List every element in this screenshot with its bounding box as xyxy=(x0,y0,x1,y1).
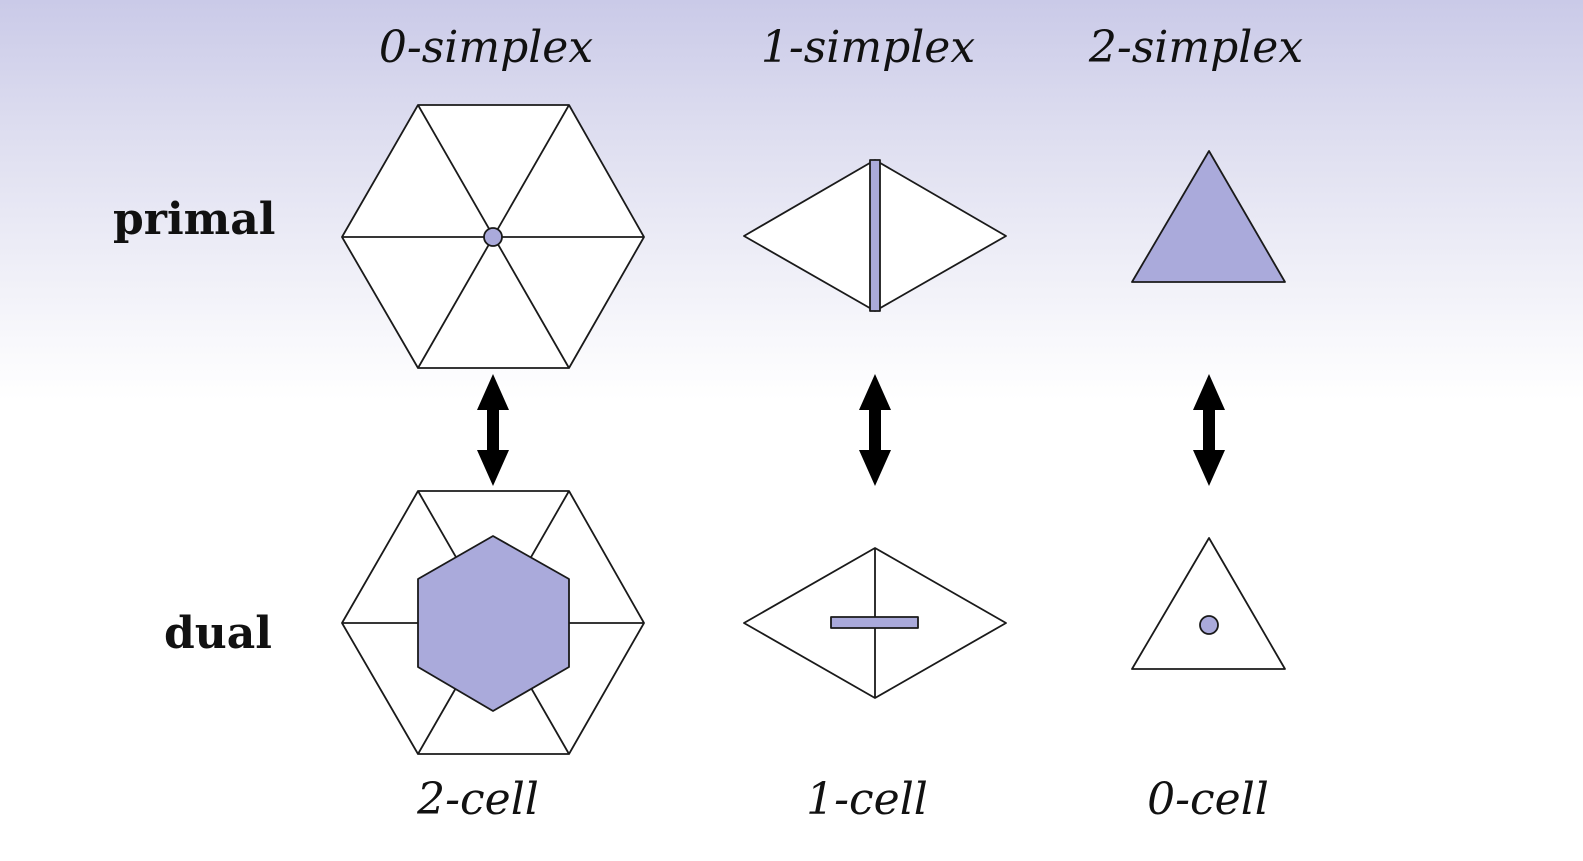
dual-cell-hexagon xyxy=(417,535,570,712)
primal-1-simplex-rhombus xyxy=(743,159,1007,312)
dual-vertex-dot xyxy=(1199,615,1219,635)
primal-edge-highlight xyxy=(869,159,881,312)
column-title-1-simplex: 1-simplex xyxy=(760,22,976,73)
row-label-primal: primal xyxy=(113,194,276,245)
column-title-2-simplex: 2-simplex xyxy=(1088,22,1304,73)
dual-0-cell-triangle xyxy=(1131,537,1286,670)
cell-label-1-cell: 1-cell xyxy=(806,774,928,825)
double-arrow-icon xyxy=(859,374,891,486)
primal-2-simplex-triangle xyxy=(1131,150,1286,283)
cell-label-2-cell: 2-cell xyxy=(417,774,539,825)
primal-vertex-dot xyxy=(483,227,503,247)
dual-2-cell-hexagon xyxy=(341,490,645,755)
dual-1-cell-rhombus xyxy=(743,547,1007,699)
double-arrow-icon xyxy=(1193,374,1225,486)
primal-0-simplex-hexagon xyxy=(341,104,645,369)
row-label-dual: dual xyxy=(164,608,272,659)
column-title-0-simplex: 0-simplex xyxy=(378,22,594,73)
cell-label-0-cell: 0-cell xyxy=(1147,774,1269,825)
double-arrow-icon xyxy=(477,374,509,486)
dual-edge-highlight xyxy=(830,616,919,629)
